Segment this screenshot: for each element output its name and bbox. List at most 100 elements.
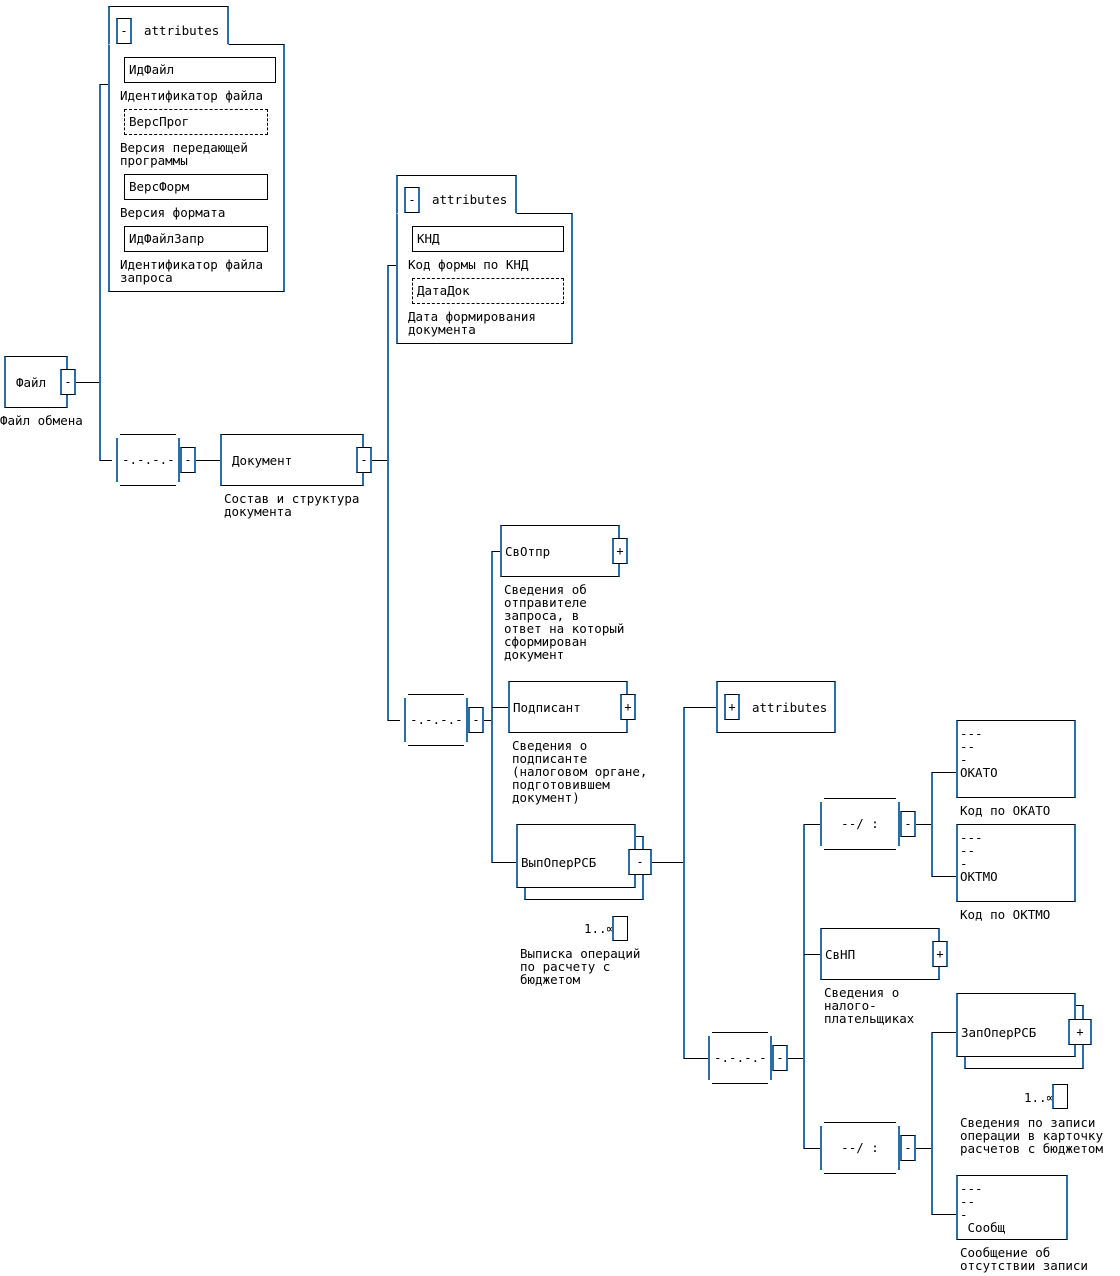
element-oktmo[interactable]: --- -- - ОКТМО (956, 824, 1076, 902)
attribute-description: Идентификатор файла (120, 88, 263, 103)
connector (484, 720, 492, 721)
occurrence-label: 1..∞ (1024, 1090, 1055, 1105)
element-description: Код по ОКТМО (960, 907, 1051, 922)
connector (931, 772, 933, 877)
choice-glyph: --/ : (841, 816, 879, 831)
connector (492, 862, 516, 863)
element-vypoperrsb[interactable]: ВыпОперРСБ (516, 824, 636, 888)
element-name: Файл (16, 375, 47, 390)
attribute-description: Идентификатор файла запроса (120, 257, 263, 285)
occurrence-marker (1052, 1084, 1068, 1109)
connector (932, 772, 956, 773)
element-description: Сообщение об отсутствии записи (960, 1245, 1088, 1273)
element-svnp[interactable]: СвНП (820, 928, 940, 980)
attribute-description: Дата формирования документа (408, 309, 536, 337)
connector (372, 460, 388, 461)
occurrence-marker (612, 916, 628, 941)
attribute-versform[interactable]: ВерсФорм (124, 174, 268, 200)
sequence-compositor[interactable]: -.-.-.- (400, 688, 472, 752)
element-name: --- -- - ОКТМО (960, 830, 998, 884)
attribute-datadok[interactable]: ДатаДок (412, 278, 564, 304)
connector (652, 862, 684, 863)
connector (387, 265, 389, 721)
connector (803, 824, 805, 1149)
sequence-compositor[interactable]: -.-.-.- (112, 428, 184, 492)
element-name: ВыпОперРСБ (521, 855, 597, 870)
element-podpisant[interactable]: Подписант (508, 681, 628, 733)
collapse-button[interactable]: - (180, 447, 196, 473)
attribute-description: Код формы по КНД (408, 257, 529, 272)
connector (492, 551, 500, 552)
collapse-button[interactable]: - (772, 1045, 788, 1071)
element-description: Сведения о налого- плательщиках (824, 985, 915, 1026)
collapse-button[interactable]: - (404, 187, 420, 213)
element-okato[interactable]: --- -- - ОКАТО (956, 720, 1076, 798)
collapse-button[interactable]: - (900, 811, 916, 837)
connector (804, 824, 820, 825)
element-name: Подписант (513, 700, 581, 715)
element-description: Сведения о подписанте (налоговом органе,… (512, 738, 648, 805)
connector (99, 84, 101, 461)
element-description: Код по ОКАТО (960, 803, 1051, 818)
sequence-compositor[interactable]: -.-.-.- (704, 1026, 776, 1090)
connector (100, 84, 108, 85)
connector (931, 1032, 933, 1215)
sequence-glyph: -.-.-.- (410, 712, 463, 727)
collapse-button[interactable]: - (628, 849, 652, 875)
connector (100, 460, 112, 461)
attribute-description: Версия передающей программы (120, 140, 248, 168)
expand-button[interactable]: + (1068, 1019, 1092, 1045)
collapse-button[interactable]: - (900, 1135, 916, 1161)
connector (804, 954, 820, 955)
connector (684, 707, 716, 708)
connector (916, 824, 932, 825)
connector (76, 382, 100, 383)
element-name: --- -- - ОКАТО (960, 726, 998, 780)
attribute-description: Версия формата (120, 205, 226, 220)
connector (804, 1148, 820, 1149)
choice-compositor[interactable]: --/ : (816, 792, 904, 856)
element-dokument[interactable]: Документ (220, 434, 364, 486)
element-description: Сведения по записи операции в карточку р… (960, 1115, 1103, 1156)
element-name: СвОтпр (505, 544, 551, 559)
expand-button[interactable]: + (932, 941, 948, 967)
connector (492, 707, 508, 708)
element-svotpr[interactable]: СвОтпр (500, 525, 620, 577)
collapse-button[interactable]: - (468, 707, 484, 733)
connector (196, 460, 220, 461)
element-name: --- -- - Сообщ (960, 1181, 1006, 1235)
collapse-button[interactable]: - (60, 369, 76, 395)
connector (388, 720, 400, 721)
element-fail[interactable]: Файл (4, 356, 68, 408)
connector (788, 1058, 804, 1059)
attributes-title: attributes (432, 192, 508, 207)
element-name: ЗапОперРСБ (961, 1025, 1037, 1040)
attribute-idfail[interactable]: ИдФайл (124, 57, 276, 83)
expand-button[interactable]: + (620, 694, 636, 720)
element-description: Файл обмена (0, 413, 83, 428)
expand-button[interactable]: + (724, 694, 740, 720)
connector (684, 1058, 708, 1059)
collapse-button[interactable]: - (356, 447, 372, 473)
element-description: Состав и структура документа (224, 491, 360, 519)
element-soobsh[interactable]: --- -- - Сообщ (956, 1175, 1068, 1240)
connector (683, 707, 685, 1059)
sequence-glyph: -.-.-.- (122, 452, 175, 467)
connector (932, 876, 956, 877)
choice-compositor[interactable]: --/ : (816, 1116, 904, 1180)
attribute-idfailzapr[interactable]: ИдФайлЗапр (124, 226, 268, 252)
element-name: СвНП (825, 947, 856, 962)
element-name: Документ (232, 453, 293, 468)
element-description: Выписка операций по расчету с бюджетом (520, 946, 641, 987)
expand-button[interactable]: + (612, 538, 628, 564)
element-zapoperrsb[interactable]: ЗапОперРСБ (956, 993, 1076, 1057)
attribute-versprog[interactable]: ВерсПрог (124, 109, 268, 135)
element-description: Сведения об отправителе запроса, в ответ… (504, 582, 625, 662)
collapse-button[interactable]: - (116, 18, 132, 44)
connector (388, 265, 396, 266)
occurrence-label: 1..∞ (584, 921, 615, 936)
attributes-panel (108, 44, 285, 292)
choice-glyph: --/ : (841, 1140, 879, 1155)
attribute-knd[interactable]: КНД (412, 226, 564, 252)
